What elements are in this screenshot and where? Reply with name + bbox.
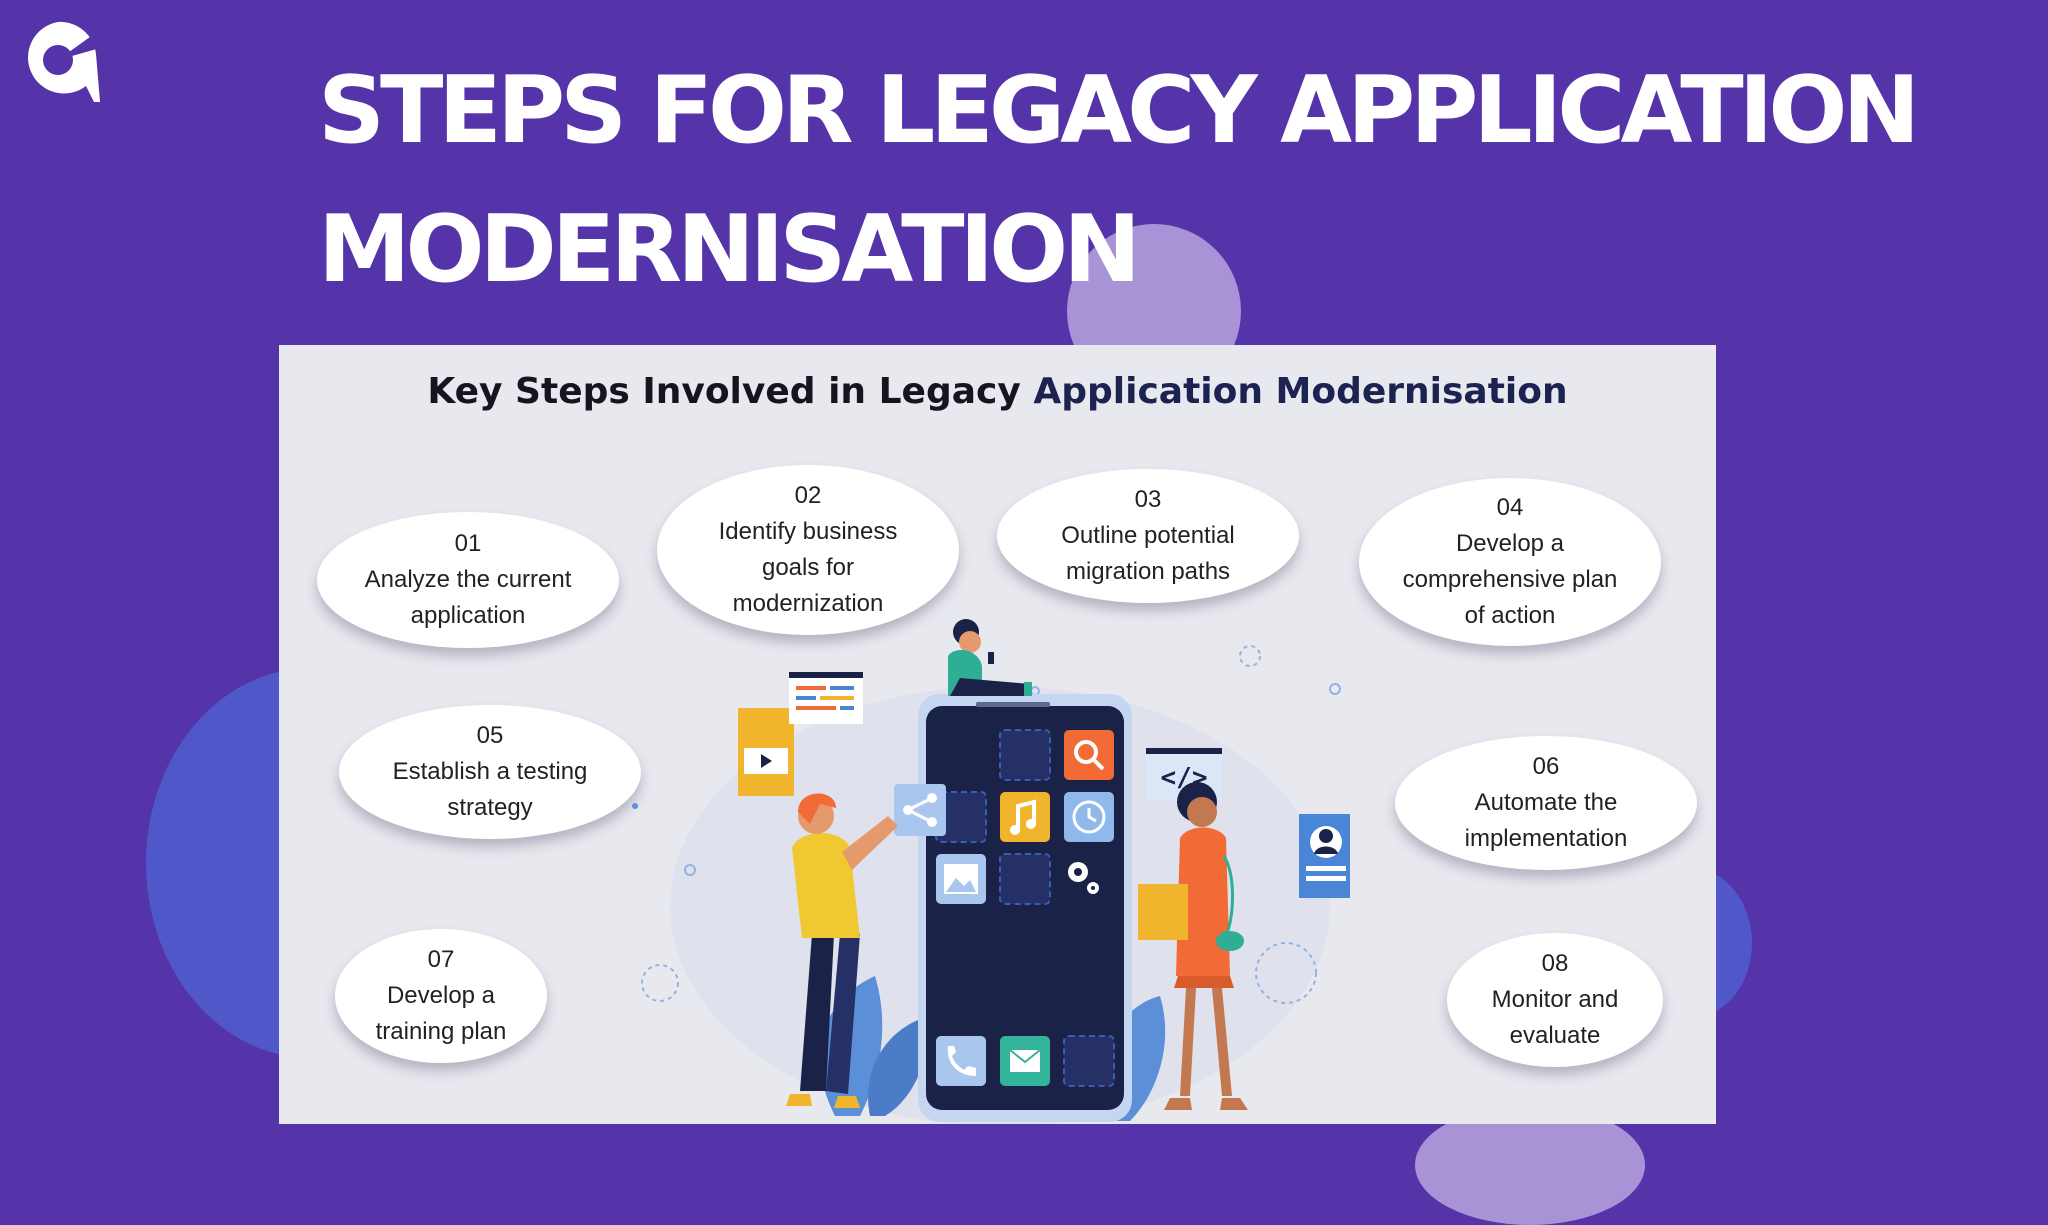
music-icon [1000, 792, 1050, 842]
brand-logo[interactable] [14, 14, 102, 106]
heading-highlight: Application Modernisation [1033, 371, 1568, 412]
step-number: 06 [1532, 753, 1560, 780]
step-text-line: Establish a testing [392, 758, 588, 785]
slide-title-line-2: MODERNISATION [318, 195, 1141, 303]
step-text-line: Develop a [386, 982, 496, 1009]
dot-decor [1329, 683, 1341, 695]
step-text-line: Outline potential [1061, 522, 1235, 549]
phone-icon [918, 694, 1132, 1122]
step-number: 04 [1496, 494, 1524, 521]
step-text-line: migration paths [1065, 558, 1231, 585]
dot-decor [632, 803, 638, 809]
step-text-line: Monitor and [1491, 986, 1619, 1013]
step-text-line: training plan [375, 1018, 507, 1045]
infographic-heading: Key Steps Involved in Legacy Application… [279, 371, 1716, 412]
step-text-line: Identify business [718, 518, 898, 545]
step-06: 06 Automate the implementation [1395, 736, 1697, 870]
step-02: 02 Identify business goals for moderniza… [657, 465, 959, 635]
share-icon [894, 784, 946, 836]
step-text-line: of action [1464, 602, 1556, 629]
step-text-line: evaluate [1509, 1022, 1601, 1049]
step-number: 02 [794, 482, 822, 509]
step-text-line: strategy [447, 794, 533, 821]
step-number: 03 [1134, 486, 1162, 513]
person-pointing-icon [786, 793, 898, 1108]
step-number: 01 [454, 530, 482, 557]
search-icon [1064, 730, 1114, 780]
step-number: 07 [427, 946, 455, 973]
step-01: 01 Analyze the current application [317, 512, 619, 648]
profile-card-icon [1299, 814, 1350, 898]
step-text-line: application [410, 602, 526, 629]
step-number: 08 [1541, 950, 1569, 977]
step-04: 04 Develop a comprehensive plan of actio… [1359, 478, 1661, 646]
image-icon [936, 854, 986, 904]
step-03: 03 Outline potential migration paths [997, 469, 1299, 603]
heading-prefix: Key Steps Involved in Legacy [427, 371, 1034, 412]
code-window-icon [789, 672, 863, 724]
gear-icon [1068, 862, 1099, 894]
step-text-line: Analyze the current [364, 566, 572, 593]
step-number: 05 [476, 722, 504, 749]
step-08: 08 Monitor and evaluate [1447, 933, 1663, 1067]
person-holding-folder-icon [1138, 782, 1248, 1110]
step-text-line: implementation [1464, 825, 1628, 852]
step-text-line: goals for [761, 554, 855, 581]
step-text-line: Automate the [1474, 789, 1618, 816]
brand-logo-icon [28, 21, 100, 102]
dot-decor [684, 864, 696, 876]
app-modernisation-illustration: </> [632, 619, 1350, 1124]
clock-icon [1064, 792, 1114, 842]
video-card-icon [738, 708, 794, 796]
step-text-line: modernization [732, 590, 884, 617]
dotted-circle-decor [1239, 645, 1261, 667]
call-icon [936, 1036, 986, 1086]
step-05: 05 Establish a testing strategy [339, 705, 641, 839]
person-sitting-icon [948, 619, 1032, 696]
dotted-circle-decor [641, 964, 679, 1002]
slide-title-line-1: STEPS FOR LEGACY APPLICATION [318, 56, 1920, 164]
dotted-circle-decor [1255, 942, 1317, 1004]
step-text-line: Develop a [1455, 530, 1565, 557]
mail-icon [1000, 1036, 1050, 1086]
infographic-panel: Key Steps Involved in Legacy Application… [279, 345, 1716, 1124]
step-text-line: comprehensive plan [1402, 566, 1618, 593]
step-07: 07 Develop a training plan [335, 929, 547, 1063]
